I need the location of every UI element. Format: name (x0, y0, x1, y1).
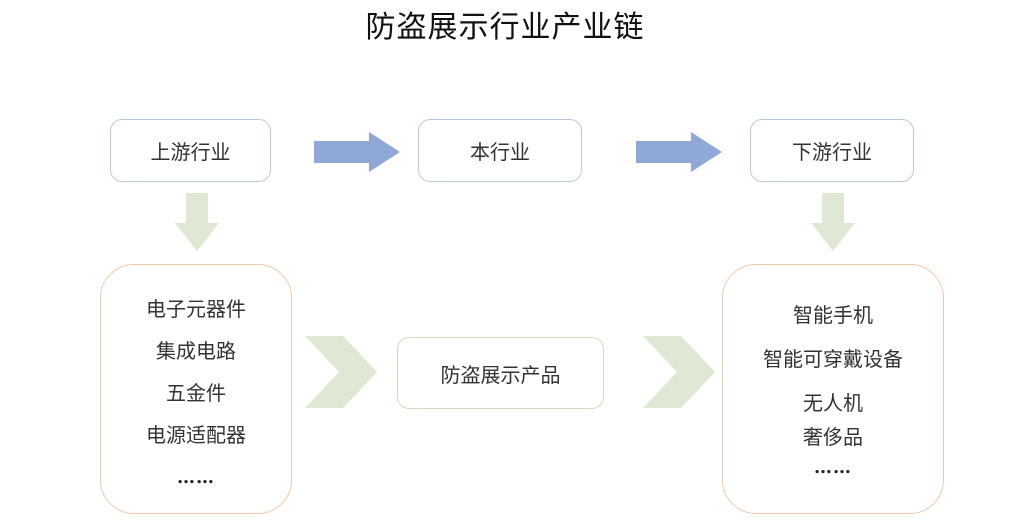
downstream-item: 奢侈品 (803, 424, 863, 449)
upstream-ellipsis: …… (177, 466, 215, 488)
upstream-item: 电源适配器 (146, 422, 246, 447)
upstream-item: 集成电路 (156, 338, 236, 363)
chevron-right-icon (643, 336, 715, 408)
down-arrow-icon (175, 193, 219, 251)
current-industry-box: 本行业 (418, 119, 582, 182)
diagram-title: 防盗展示行业产业链 (365, 10, 645, 45)
product-label: 防盗展示产品 (440, 362, 561, 387)
down-arrow-icon (811, 193, 855, 251)
right-arrow-icon (636, 132, 722, 172)
downstream-item: 智能手机 (793, 302, 873, 327)
current-industry-label: 本行业 (470, 140, 530, 164)
downstream-ellipsis: …… (814, 456, 852, 478)
downstream-industry-label: 下游行业 (792, 140, 872, 164)
upstream-list-box: 电子元器件 集成电路 五金件 电源适配器 …… (100, 264, 292, 514)
upstream-item: 电子元器件 (146, 296, 246, 321)
upstream-item: 五金件 (166, 380, 226, 405)
downstream-industry-box: 下游行业 (750, 119, 914, 182)
chevron-right-icon (305, 336, 377, 408)
downstream-item: 无人机 (803, 390, 863, 415)
right-arrow-icon (314, 132, 400, 172)
downstream-list-box: 智能手机 智能可穿戴设备 无人机 奢侈品 …… (722, 264, 944, 514)
product-box: 防盗展示产品 (397, 337, 604, 409)
upstream-industry-box: 上游行业 (110, 119, 271, 182)
downstream-item: 智能可穿戴设备 (763, 346, 903, 371)
upstream-industry-label: 上游行业 (150, 140, 231, 164)
